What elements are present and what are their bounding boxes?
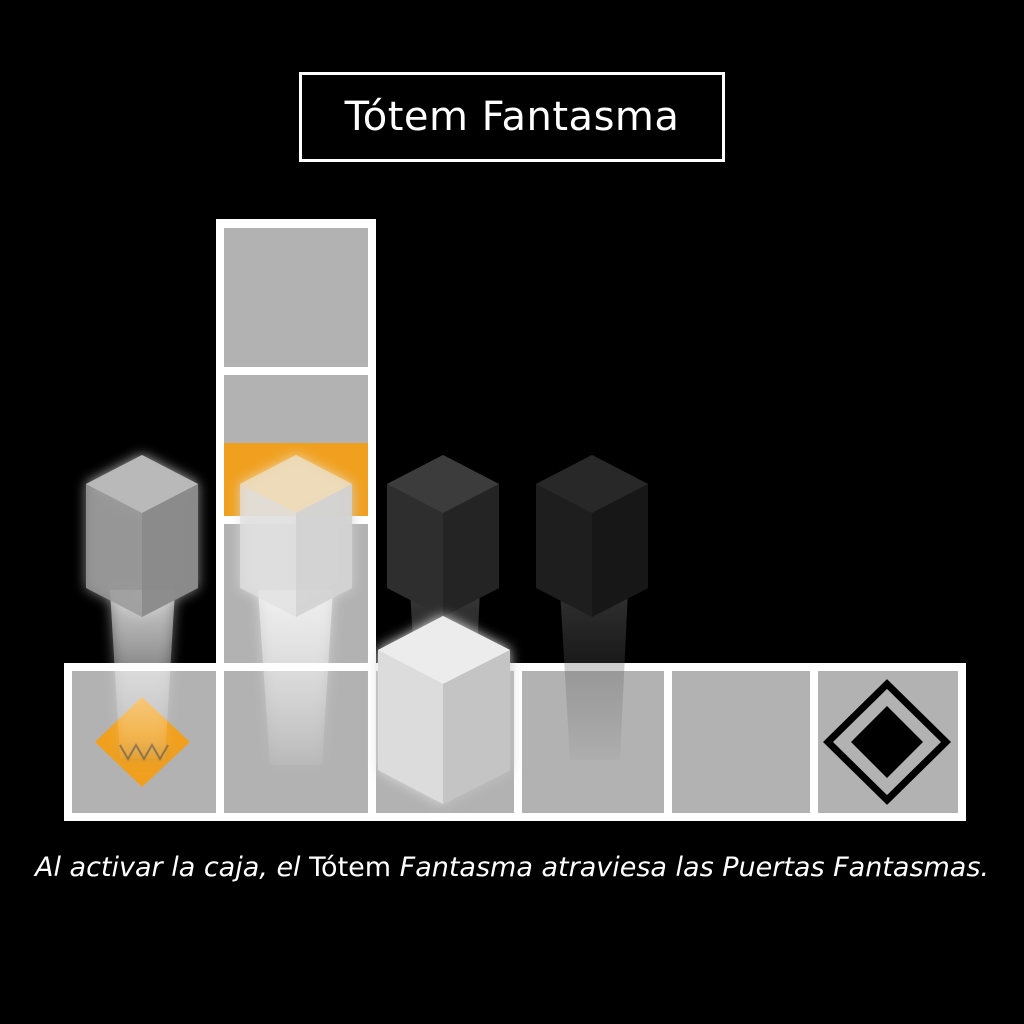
caption-part-2: Tótem xyxy=(309,852,392,883)
caption: Al activar la caja, el Tótem Fantasma at… xyxy=(0,852,1024,883)
floor-tile-5 xyxy=(672,671,810,813)
ghost-totem-icon xyxy=(536,455,648,760)
page-title: Tótem Fantasma xyxy=(344,94,680,140)
ghost-totem-icon xyxy=(86,455,198,762)
caption-part-3: Fantasma atraviesa las Puertas Fantasmas… xyxy=(391,852,990,883)
column-tile-top xyxy=(224,228,368,367)
box-icon xyxy=(378,616,510,804)
ghost-totem-icon xyxy=(240,455,352,765)
title-frame: Tótem Fantasma xyxy=(299,72,725,162)
ghost-door-icon xyxy=(823,679,951,805)
caption-part-1: Al activar la caja, el xyxy=(34,852,310,883)
